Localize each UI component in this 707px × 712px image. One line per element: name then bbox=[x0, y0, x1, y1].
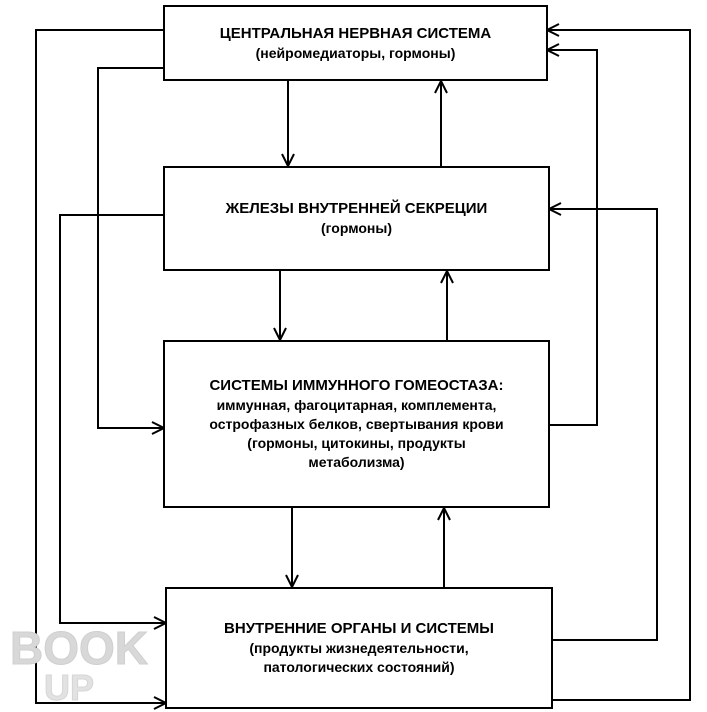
immune-line-4: метаболизма) bbox=[308, 454, 405, 470]
arrow-cns-to-organs bbox=[35, 29, 166, 703]
immune-line-1: иммунная, фагоцитарная, комплемента, bbox=[216, 397, 497, 413]
organs-line-2: патологических состояний) bbox=[263, 659, 455, 675]
organs-line-1: (продукты жизнедеятельности, bbox=[249, 640, 469, 656]
immune-line-2: острофазных белков, свертывания крови bbox=[209, 416, 504, 432]
arrow-cns-to-immune bbox=[97, 67, 164, 428]
endocrine-box: ЖЕЛЕЗЫ ВНУТРЕННЕЙ СЕКРЕЦИИ (гормоны) bbox=[163, 166, 550, 271]
endocrine-title: ЖЕЛЕЗЫ ВНУТРЕННЕЙ СЕКРЕЦИИ bbox=[225, 200, 488, 217]
cns-subtitle: (нейромедиаторы, гормоны) bbox=[255, 44, 456, 61]
arrow-immune-to-cns bbox=[547, 50, 598, 426]
endocrine-subtitle: (гормоны) bbox=[320, 220, 393, 236]
organs-title: ВНУТРЕННИЕ ОРГАНЫ И СИСТЕМЫ bbox=[224, 620, 494, 637]
immune-line-3: (гормоны, цитокины, продукты bbox=[247, 435, 466, 451]
immune-title: СИСТЕМЫ ИММУННОГО ГОМЕОСТАЗА: bbox=[209, 377, 504, 394]
immune-box: СИСТЕМЫ ИММУННОГО ГОМЕОСТАЗА: иммунная, … bbox=[163, 340, 550, 508]
bookup-watermark-logo: BOOK UP bbox=[10, 622, 149, 704]
svg-text:BOOK: BOOK bbox=[10, 622, 148, 674]
arrow-organs-to-endocrine bbox=[549, 209, 658, 641]
organs-box: ВНУТРЕННИЕ ОРГАНЫ И СИСТЕМЫ (продукты жи… bbox=[165, 587, 553, 709]
arrow-endocrine-to-organs bbox=[59, 214, 166, 623]
cns-box: ЦЕНТРАЛЬНАЯ НЕРВНАЯ СИСТЕМА (нейромедиат… bbox=[163, 5, 548, 81]
cns-title: ЦЕНТРАЛЬНАЯ НЕРВНАЯ СИСТЕМА bbox=[219, 24, 492, 42]
svg-text:UP: UP bbox=[44, 667, 94, 703]
arrow-organs-to-cns bbox=[547, 30, 691, 701]
